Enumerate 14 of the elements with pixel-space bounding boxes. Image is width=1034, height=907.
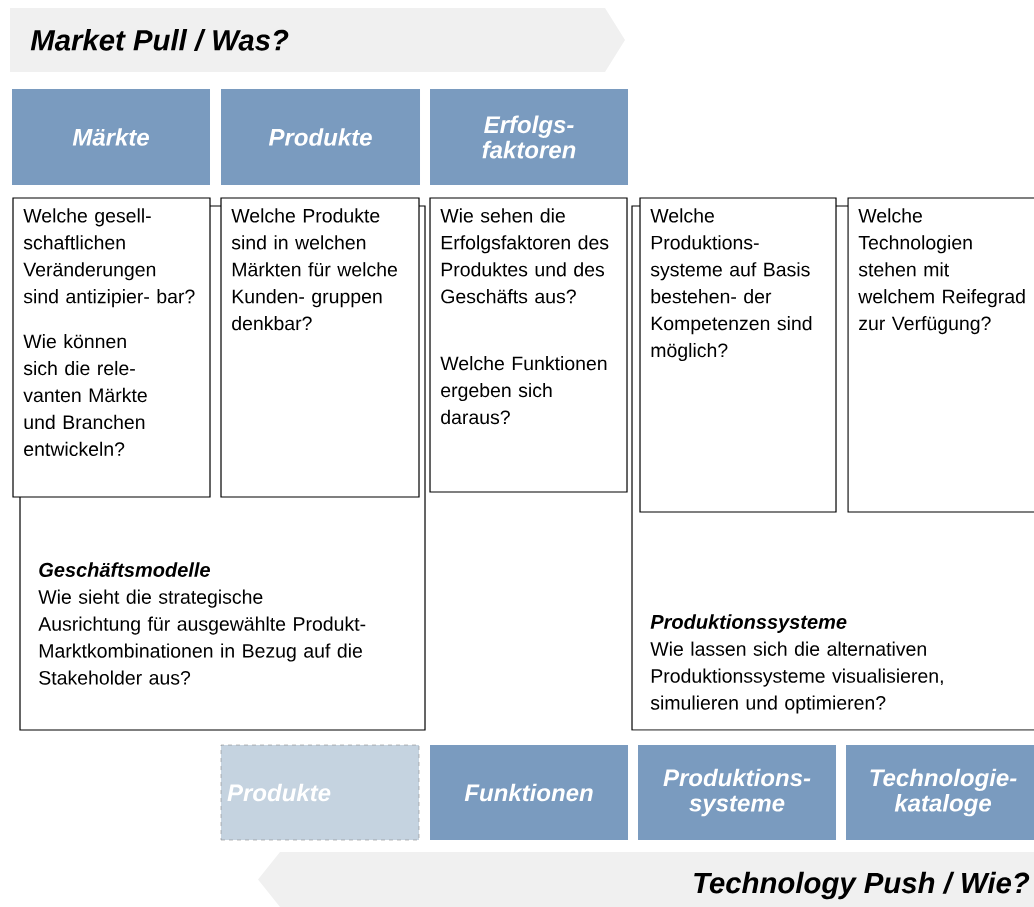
question-box: Wie sehen die Erfolgsfaktoren des Produktes und des Geschäfts aus? Welche Funktionen ergeben sich daraus? — [429, 197, 628, 493]
header-box: Märkte — [12, 89, 210, 185]
header-box: Erfolgs- faktoren — [430, 89, 628, 185]
question-box: Welche Produktions- systeme auf Basis bestehen- der Kompetenzen sind möglich? — [639, 197, 837, 513]
header-box: Produkte — [221, 89, 420, 185]
question-box: Welche Produkte sind in welchen Märkten für welche Kunden- gruppen denkbar? — [220, 197, 420, 498]
dashed-header-box: Produkte — [220, 744, 420, 841]
arrow-band: Technology Push / Wie? — [258, 852, 1034, 907]
question-box: Welche gesell- schaftlichen Veränderungen sind antizipier- bar? Wie können sich die rele- vanten Märkte und Branchen entwickeln? — [12, 197, 211, 498]
header-box: Funktionen — [430, 745, 628, 840]
question-box: Welche Technologien stehen mit welchem Reifegrad zur Verfügung? — [847, 197, 1034, 513]
header-box: Technologie- kataloge — [846, 745, 1034, 840]
arrow-band: Market Pull / Was? — [10, 8, 625, 72]
header-box: Produktions- systeme — [638, 745, 836, 840]
